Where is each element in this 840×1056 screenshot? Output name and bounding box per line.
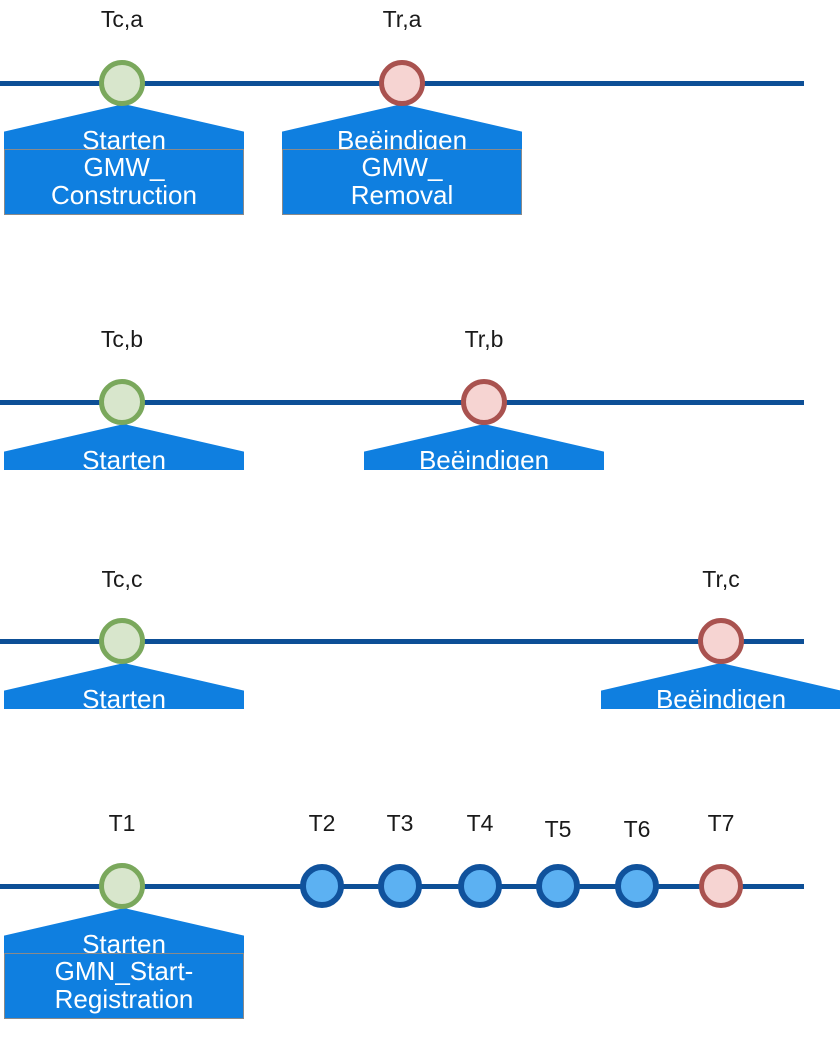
marker-t7[interactable]	[699, 864, 743, 908]
pennant-name-line: Construction	[51, 180, 197, 211]
pennant-action-label: Beëindigen	[655, 684, 787, 714]
pennant-roof: Beëindigen	[601, 663, 840, 709]
marker-tr-b[interactable]	[461, 379, 507, 425]
pennant-name-box: GMW_Construction	[4, 149, 244, 216]
tick-label-t5: T5	[544, 816, 572, 842]
tick-label-t3: T3	[386, 810, 414, 836]
pennant-action-label: Starten	[82, 684, 166, 714]
marker-tr-a[interactable]	[379, 60, 425, 106]
marker-t6[interactable]	[615, 864, 659, 908]
pennant-name-line: Removal	[350, 180, 454, 211]
timeline-axis-line	[0, 400, 804, 405]
tick-label-t2: T2	[308, 810, 336, 836]
tick-label-t7: T7	[707, 810, 735, 836]
pennant-name-line: Registration	[54, 984, 194, 1015]
marker-tc-c[interactable]	[99, 618, 145, 664]
pennant-action-label: Starten	[82, 125, 166, 155]
tick-label-tr-b: Tr,b	[464, 326, 504, 352]
pennant-starten-c[interactable]: Starten	[4, 663, 244, 709]
pennant-roof: Starten	[4, 663, 244, 709]
marker-t4[interactable]	[458, 864, 502, 908]
tick-label-t4: T4	[466, 810, 494, 836]
timeline-axis-line	[0, 639, 804, 644]
pennant-name-box: GMW_Removal	[282, 149, 522, 216]
pennant-name-line: GMW_	[83, 152, 165, 182]
pennant-name-line: GMN_Start-	[54, 956, 194, 986]
tick-label-tr-a: Tr,a	[382, 6, 422, 32]
marker-t5[interactable]	[536, 864, 580, 908]
pennant-beeindigen-b[interactable]: Beëindigen	[364, 424, 604, 470]
marker-tc-b[interactable]	[99, 379, 145, 425]
pennant-name-line: GMW_	[361, 152, 443, 182]
marker-t2[interactable]	[300, 864, 344, 908]
tick-label-t1: T1	[108, 810, 136, 836]
pennant-roof: Starten	[4, 424, 244, 470]
marker-t1[interactable]	[99, 863, 145, 909]
tick-label-tc-c: Tc,c	[101, 566, 143, 592]
pennant-roof: Starten	[4, 908, 244, 954]
pennant-action-label: Starten	[82, 929, 166, 959]
tick-label-tc-a: Tc,a	[100, 6, 144, 32]
pennant-beeindigen-c[interactable]: Beëindigen	[601, 663, 840, 709]
marker-t3[interactable]	[378, 864, 422, 908]
pennant-starten-b[interactable]: Starten	[4, 424, 244, 470]
tick-label-tc-b: Tc,b	[100, 326, 144, 352]
marker-tc-a[interactable]	[99, 60, 145, 106]
tick-label-tr-c: Tr,c	[702, 566, 740, 592]
pennant-action-label: Beëindigen	[418, 445, 550, 475]
marker-tr-c[interactable]	[698, 618, 744, 664]
pennant-roof: Beëindigen	[364, 424, 604, 470]
pennant-action-label: Beëindigen	[336, 125, 468, 155]
pennant-action-label: Starten	[82, 445, 166, 475]
tick-label-t6: T6	[623, 816, 651, 842]
pennant-name-box: GMN_Start-Registration	[4, 953, 244, 1020]
pennant-roof: Starten	[4, 104, 244, 150]
pennant-roof: Beëindigen	[282, 104, 522, 150]
